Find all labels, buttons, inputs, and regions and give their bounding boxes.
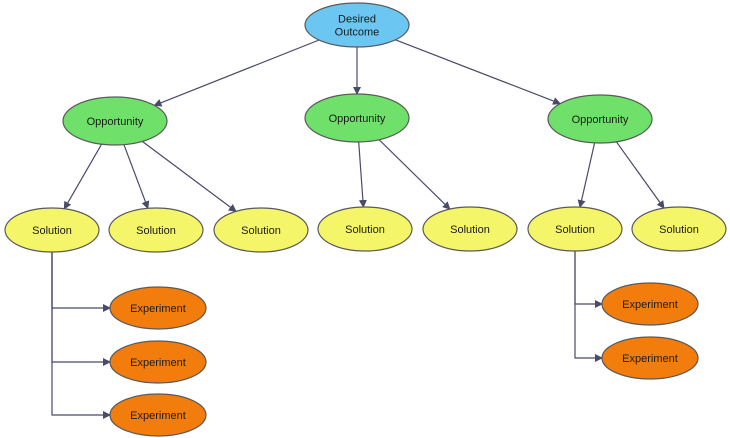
solution-ellipse	[317, 206, 413, 252]
node-solution-sol7: Solution	[631, 206, 727, 252]
opportunity-label: Opportunity	[329, 113, 386, 125]
node-opportunity-opp2: Opportunity	[304, 93, 410, 143]
solution-ellipse	[631, 206, 727, 252]
opportunity-label: Opportunity	[572, 114, 629, 126]
edge-opp1-to-sol3	[141, 140, 237, 212]
outcome-label: Outcome	[335, 27, 380, 39]
edge-opp1-to-sol1	[63, 143, 103, 210]
opportunity-ellipse	[304, 93, 410, 143]
solution-label: Solution	[345, 224, 385, 236]
edge-sol6-to-exp5	[574, 251, 603, 362]
solution-label: Solution	[241, 225, 281, 237]
solution-ellipse	[108, 207, 204, 253]
outcome-label: Desired	[338, 14, 376, 26]
opportunity-label: Opportunity	[87, 116, 144, 128]
experiment-label: Experiment	[130, 357, 186, 369]
node-opportunity-opp3: Opportunity	[547, 94, 653, 144]
solution-label: Solution	[136, 225, 176, 237]
experiment-ellipse	[601, 282, 699, 326]
solution-label: Solution	[555, 224, 595, 236]
solution-ellipse	[527, 206, 623, 252]
node-experiment-exp3: Experiment	[109, 393, 207, 437]
edge-opp2-to-sol5	[378, 139, 451, 210]
edge-sol1-to-exp1	[51, 252, 111, 312]
solution-label: Solution	[659, 224, 699, 236]
node-experiment-exp2: Experiment	[109, 340, 207, 384]
solution-ellipse	[422, 206, 518, 252]
experiment-label: Experiment	[130, 410, 186, 422]
edge-outcome-to-opp3	[395, 39, 562, 105]
edge-sol1-to-exp3	[51, 252, 111, 419]
edges-layer	[51, 39, 665, 419]
experiment-ellipse	[109, 340, 207, 384]
edge-outcome-to-opp1	[153, 39, 320, 107]
experiment-label: Experiment	[622, 353, 678, 365]
edge-opp3-to-sol7	[615, 141, 665, 209]
edge-opp1-to-sol2	[123, 144, 150, 210]
edge-opp3-to-sol6	[577, 142, 596, 209]
node-solution-sol3: Solution	[213, 207, 309, 253]
node-solution-sol2: Solution	[108, 207, 204, 253]
solution-ellipse	[4, 207, 100, 253]
opportunity-ellipse	[547, 94, 653, 144]
edge-opp2-to-sol4	[358, 141, 367, 208]
node-solution-sol6: Solution	[527, 206, 623, 252]
node-solution-sol5: Solution	[422, 206, 518, 252]
experiment-label: Experiment	[130, 303, 186, 315]
node-experiment-exp1: Experiment	[109, 286, 207, 330]
node-experiment-exp4: Experiment	[601, 282, 699, 326]
node-solution-sol4: Solution	[317, 206, 413, 252]
node-experiment-exp5: Experiment	[601, 336, 699, 380]
solution-ellipse	[213, 207, 309, 253]
experiment-ellipse	[601, 336, 699, 380]
experiment-ellipse	[109, 393, 207, 437]
edge-sol1-to-exp2	[51, 252, 111, 366]
node-opportunity-opp1: Opportunity	[62, 96, 168, 146]
edge-sol6-to-exp4	[574, 251, 603, 308]
experiment-ellipse	[109, 286, 207, 330]
solution-label: Solution	[450, 224, 490, 236]
solution-label: Solution	[32, 225, 72, 237]
node-solution-sol1: Solution	[4, 207, 100, 253]
experiment-label: Experiment	[622, 299, 678, 311]
outcome-ellipse	[304, 2, 410, 48]
opportunity-ellipse	[62, 96, 168, 146]
